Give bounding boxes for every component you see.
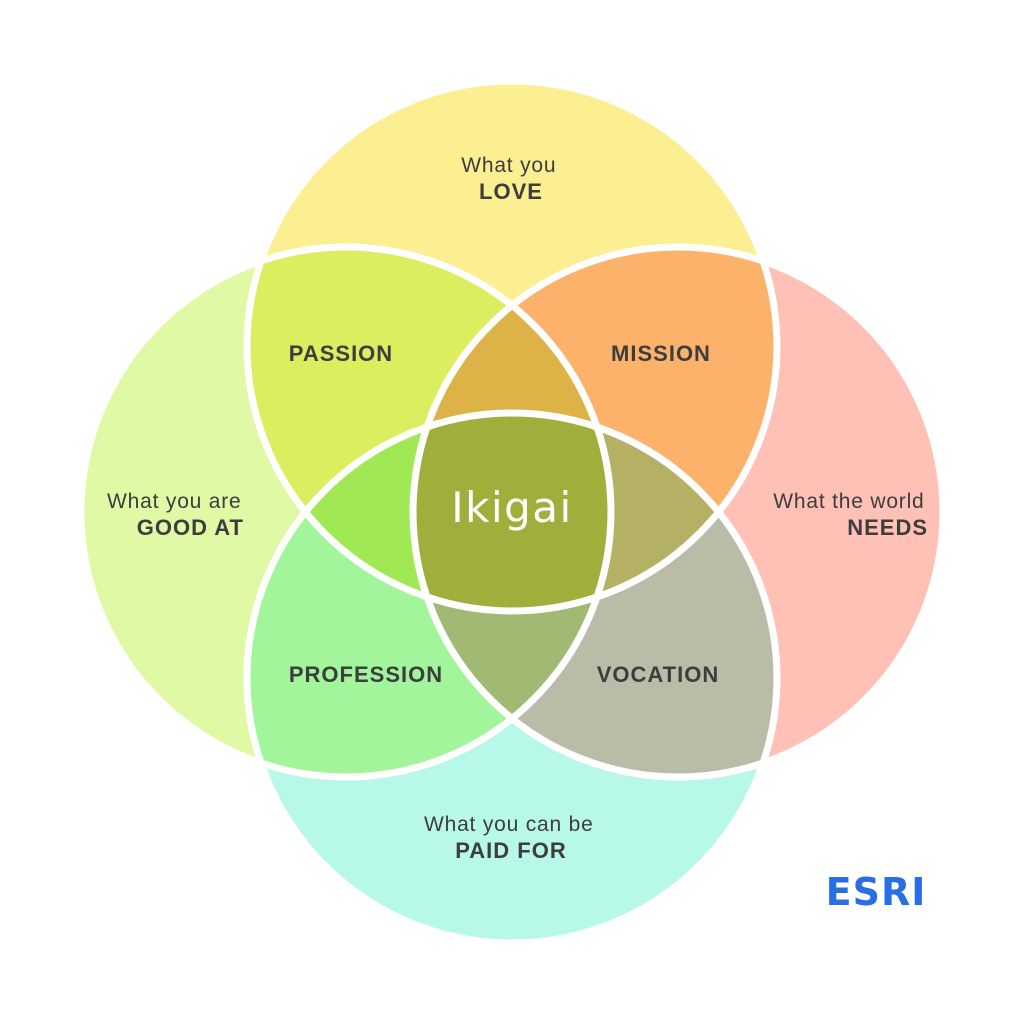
brand-logo: ESRI [826, 870, 927, 914]
profession-label: PROFESSION [289, 662, 443, 687]
mission-label: MISSION [611, 341, 711, 366]
ikigai-label: Ikigai [451, 483, 572, 532]
love-label: What you LOVE [461, 154, 561, 204]
vocation-label: VOCATION [597, 662, 719, 687]
good-at-label: What you are GOOD AT [107, 490, 246, 540]
region-love-good-needs [413, 247, 611, 611]
circle-outlines [77, 77, 947, 947]
world-needs-label: What the world NEEDS [773, 490, 929, 540]
region-good-needs-paid [413, 413, 611, 777]
passion-label: PASSION [289, 341, 393, 366]
paid-for-label: What you can be PAID FOR [424, 813, 598, 863]
region-love-good-paid [247, 413, 611, 611]
region-love-needs-paid [413, 413, 777, 611]
